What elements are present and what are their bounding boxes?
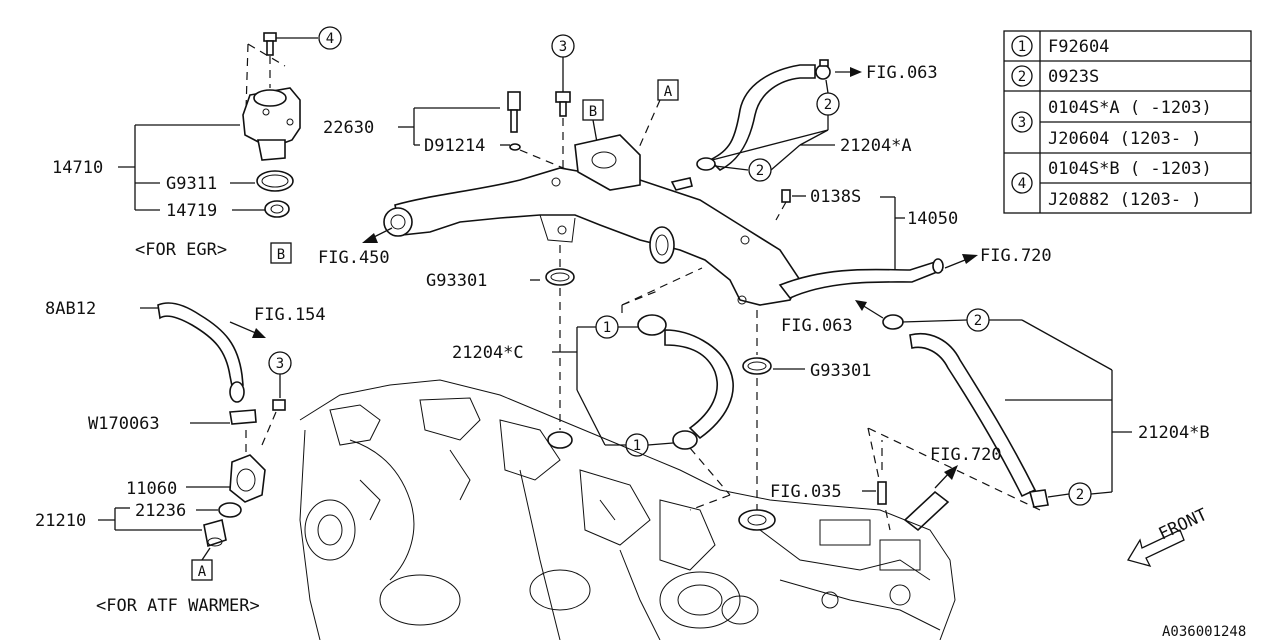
- callout-3-top: 3: [559, 39, 567, 55]
- label-21210: 21210: [35, 511, 86, 531]
- engine-block: [299, 379, 956, 640]
- label-11060: 11060: [126, 479, 177, 499]
- label-21236: 21236: [135, 501, 186, 521]
- callout-2-d: 2: [1076, 487, 1084, 503]
- callout-1-a: 1: [603, 320, 611, 336]
- label-14719: 14719: [166, 201, 217, 221]
- ref-box-b-egr: B: [277, 247, 285, 263]
- callout-2-b: 2: [756, 163, 764, 179]
- label-d91214: D91214: [424, 136, 485, 156]
- label-fig720-bottom: FIG.720: [930, 445, 1002, 465]
- coolant-pipe-14050: 14050 FIG.720 FIG.450 0138S: [318, 134, 1052, 306]
- legend-num-2: 2: [1018, 69, 1026, 85]
- gaskets-g93301: G93301 G93301: [426, 245, 871, 510]
- atf-warmer-group: 8AB12 FIG.154 W170063 3 11060 21236 2121…: [35, 299, 326, 616]
- label-fig450: FIG.450: [318, 248, 390, 268]
- label-fig035: FIG.035: [770, 482, 842, 502]
- label-fig063-mid: FIG.063: [781, 316, 853, 336]
- legend-part-3a: 0104S*A ( -1203): [1048, 98, 1212, 118]
- label-for-egr: <FOR EGR>: [135, 240, 227, 260]
- label-for-atf-warmer: <FOR ATF WARMER>: [96, 596, 260, 616]
- diagram-id: A036001248: [1162, 624, 1246, 640]
- hose-21204b: FIG.063 2 21204*B 2: [781, 300, 1210, 531]
- legend-part-3b: J20604 (1203- ): [1048, 129, 1202, 149]
- hose-21204c: 1 1 21204*C: [452, 267, 734, 511]
- callout-2-c: 2: [974, 313, 982, 329]
- legend-part-2: 0923S: [1048, 67, 1099, 87]
- callout-4: 4: [326, 31, 334, 47]
- label-g93301-mid: G93301: [810, 361, 871, 381]
- callout-3-left: 3: [276, 356, 284, 372]
- label-fig154: FIG.154: [254, 305, 326, 325]
- label-g9311: G9311: [166, 174, 217, 194]
- legend-part-4a: 0104S*B ( -1203): [1048, 159, 1212, 179]
- label-fig063-top: FIG.063: [866, 63, 938, 83]
- label-w170063: W170063: [88, 414, 160, 434]
- label-14050: 14050: [907, 209, 958, 229]
- label-8ab12: 8AB12: [45, 299, 96, 319]
- label-fig720-top: FIG.720: [980, 246, 1052, 266]
- label-22630: 22630: [323, 118, 374, 138]
- lower-right-refs: FIG.035 FIG.720: [770, 440, 1002, 532]
- front-indicator: FRONT: [1127, 505, 1211, 568]
- callout-1-b: 1: [633, 438, 641, 454]
- legend-num-1: 1: [1018, 39, 1026, 55]
- label-14710: 14710: [52, 158, 103, 178]
- legend-num-3: 3: [1018, 115, 1026, 131]
- ref-box-a-atf: A: [198, 564, 207, 580]
- label-21204a: 21204*A: [840, 136, 912, 156]
- legend-num-4: 4: [1018, 176, 1026, 192]
- callout-2-a: 2: [824, 97, 832, 113]
- label-21204c: 21204*C: [452, 343, 524, 363]
- hose-21204a: FIG.063 2 2 21204*A: [670, 59, 938, 191]
- ref-box-b-manifold: B: [589, 104, 597, 120]
- legend-table: 1 2 3 4 F92604 0923S 0104S*A ( -1203) J2…: [1003, 30, 1252, 214]
- legend-part-4b: J20882 (1203- ): [1048, 190, 1202, 210]
- sensor-group: 22630 D91214 3 B A: [323, 34, 679, 176]
- egr-valve-group: 4 14710 G9311 14719 <FOR EGR> B: [52, 26, 342, 264]
- label-0138s: 0138S: [810, 187, 861, 207]
- legend-part-1: F92604: [1048, 37, 1109, 57]
- label-g93301-top: G93301: [426, 271, 487, 291]
- ref-box-a-manifold: A: [664, 84, 673, 100]
- label-21204b: 21204*B: [1138, 423, 1210, 443]
